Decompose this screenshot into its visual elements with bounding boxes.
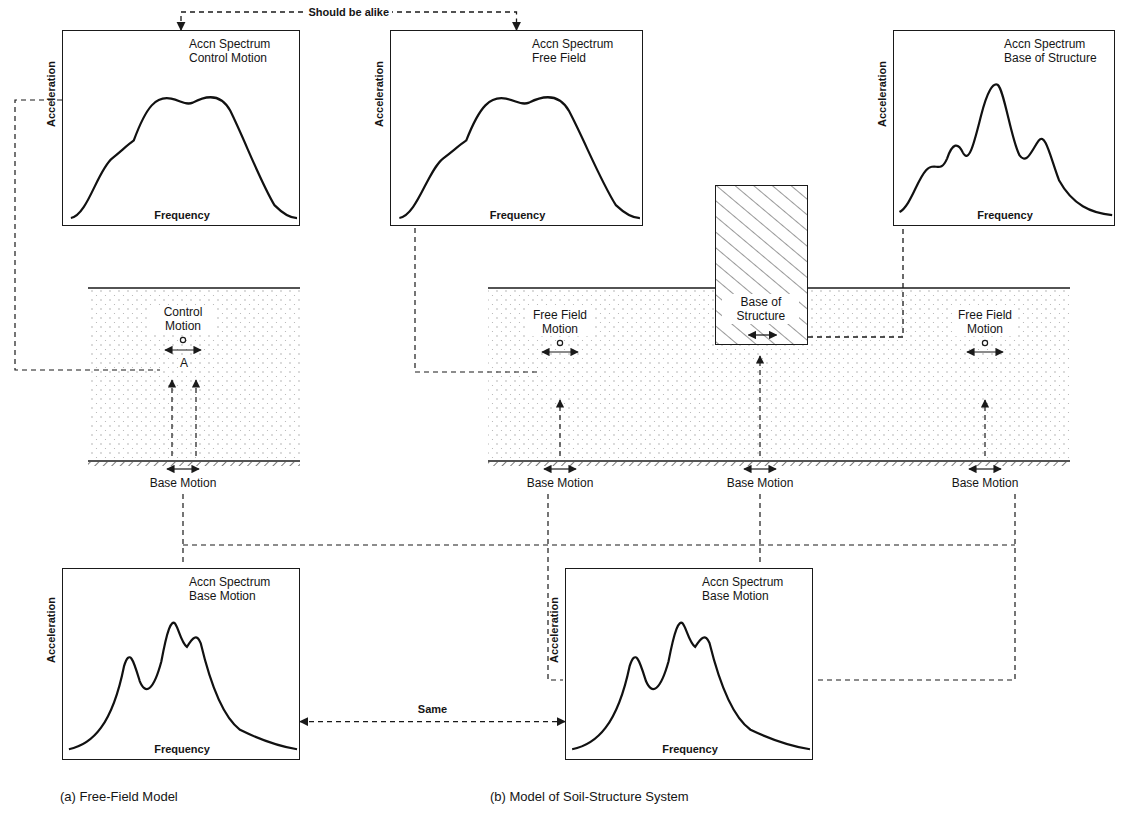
spectrum-line — [71, 97, 297, 218]
motion-label: Free Field Motion — [527, 308, 593, 336]
base-line — [488, 460, 1070, 462]
base-hatch — [88, 462, 300, 466]
spectrum-curve — [63, 569, 299, 759]
axis-label: Frequency — [154, 742, 210, 756]
structure-label: Base of Structure — [722, 294, 799, 324]
spectrum-title: Accn Spectrum Base Motion — [702, 575, 806, 603]
motion-label: Control Motion — [150, 305, 216, 333]
motion-label: Base Motion — [725, 476, 796, 490]
motion-label: A — [178, 356, 190, 370]
hatch-fill — [716, 186, 807, 344]
axis-label: Acceleration — [372, 61, 386, 127]
structure-box: Base of Structure — [715, 185, 808, 345]
spectrum-panel: Accn Spectrum Control MotionAcceleration… — [62, 30, 300, 226]
spectrum-line — [69, 623, 297, 750]
axis-label: Acceleration — [547, 597, 561, 663]
spectrum-line — [399, 97, 640, 218]
spectrum-line — [900, 84, 1113, 215]
base-arrow — [749, 334, 777, 335]
edge-label: Should be alike — [305, 6, 392, 19]
spectrum-line — [572, 623, 810, 750]
soil-region — [488, 290, 1070, 460]
motion-label: Base Motion — [525, 476, 596, 490]
spectrum-curve — [566, 569, 812, 759]
spectrum-panel: Accn Spectrum Base MotionAccelerationFre… — [565, 568, 813, 760]
spectrum-panel: Accn Spectrum Base of StructureAccelerat… — [893, 30, 1115, 226]
spectrum-title: Accn Spectrum Free Field — [532, 37, 636, 65]
spectrum-panel: Accn Spectrum Free FieldAccelerationFreq… — [390, 30, 643, 226]
edge-label: Same — [415, 703, 450, 716]
axis-label: Acceleration — [44, 597, 58, 663]
figure-caption: (a) Free-Field Model — [58, 790, 180, 804]
base-hatch — [488, 462, 1070, 466]
connector — [808, 226, 903, 337]
base-line — [88, 460, 300, 462]
spectrum-title: Accn Spectrum Base Motion — [189, 575, 293, 603]
ground-surface — [88, 287, 300, 289]
axis-label: Acceleration — [44, 61, 58, 127]
axis-label: Frequency — [154, 208, 210, 222]
spectrum-curve — [391, 31, 642, 225]
axis-label: Acceleration — [875, 61, 889, 127]
spectrum-panel: Accn Spectrum Base MotionAccelerationFre… — [62, 568, 300, 760]
motion-markers — [165, 337, 1003, 469]
spectrum-title: Accn Spectrum Base of Structure — [1004, 37, 1108, 65]
spectrum-title: Accn Spectrum Control Motion — [189, 37, 293, 65]
motion-label: Base Motion — [148, 476, 219, 490]
connector — [300, 721, 565, 722]
axis-label: Frequency — [662, 742, 718, 756]
motion-label: Base Motion — [950, 476, 1021, 490]
soil-region — [88, 290, 300, 460]
figure-caption: (b) Model of Soil-Structure System — [488, 790, 691, 804]
axis-label: Frequency — [977, 208, 1033, 222]
axis-label: Frequency — [490, 208, 546, 222]
motion-label: Free Field Motion — [952, 308, 1018, 336]
